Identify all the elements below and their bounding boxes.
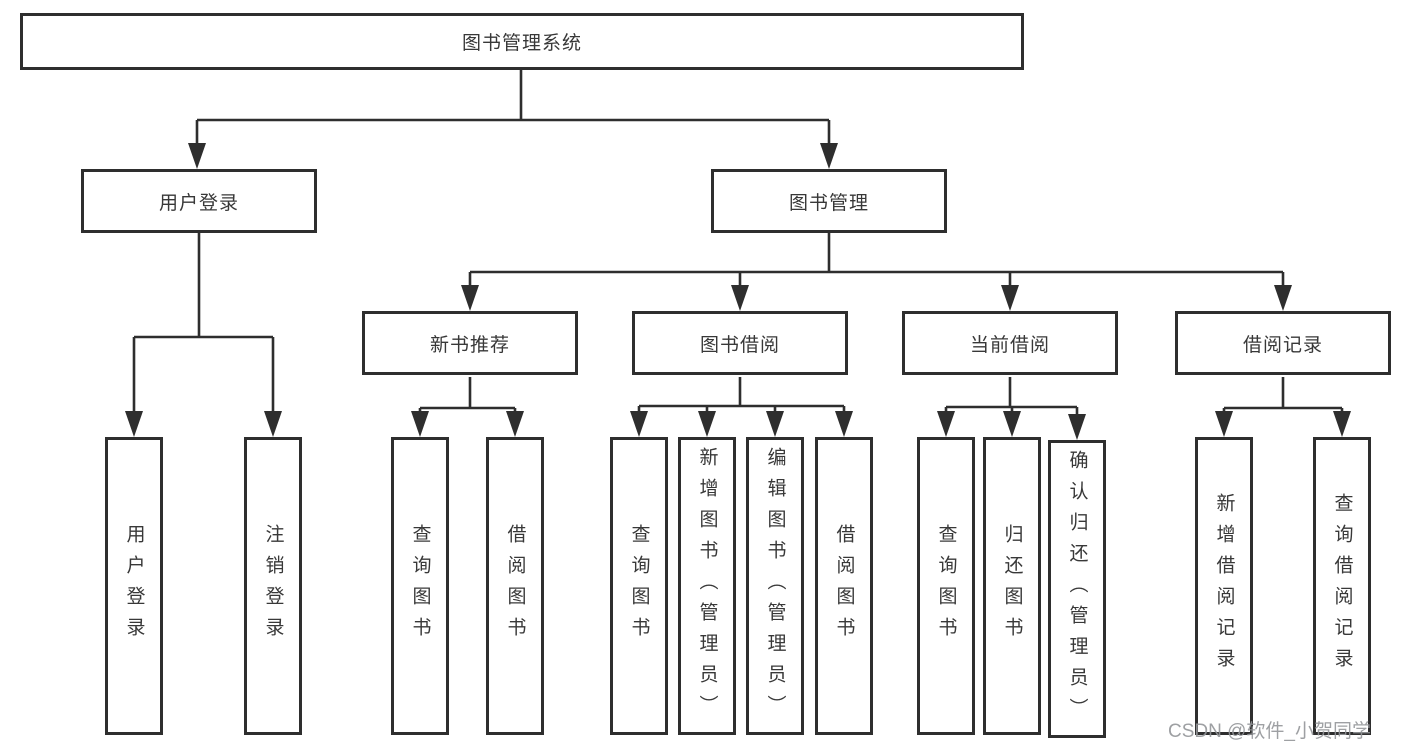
connector-book-mgmt-to-level3 xyxy=(468,233,1285,289)
leaf-borrow-books: 借阅图书 xyxy=(815,437,873,735)
node-book-management-module: 图书管理 xyxy=(711,169,947,233)
node-label: 图书管理系统 xyxy=(461,33,582,54)
node-label: 图书借阅 xyxy=(699,334,780,356)
node-user-login-module: 用户登录 xyxy=(81,169,317,233)
leaf-label: 归还图书 xyxy=(1001,524,1023,648)
leaf-query-books-recommend: 查询图书 xyxy=(391,437,449,735)
csdn-watermark: CSDN @软件_小贺同学 xyxy=(1168,721,1371,742)
node-label: 用户登录 xyxy=(158,192,239,214)
leaf-label: 确认归还（管理员） xyxy=(1066,449,1088,729)
connector-user-login-to-leaves xyxy=(132,233,275,415)
leaf-label: 注销登录 xyxy=(262,524,284,648)
node-current-borrowing: 当前借阅 xyxy=(902,311,1118,375)
leaf-borrow-books-recommend: 借阅图书 xyxy=(486,437,544,735)
connector-root-to-level2 xyxy=(195,70,831,148)
leaf-query-books-current: 查询图书 xyxy=(917,437,975,735)
leaf-label: 用户登录 xyxy=(123,524,145,648)
node-label: 图书管理 xyxy=(788,192,869,214)
leaf-confirm-return-admin: 确认归还（管理员） xyxy=(1048,440,1106,738)
leaf-query-books-borrow: 查询图书 xyxy=(610,437,668,735)
leaf-user-login: 用户登录 xyxy=(105,437,163,735)
node-label: 借阅记录 xyxy=(1242,334,1323,356)
leaf-edit-books-admin: 编辑图书（管理员） xyxy=(746,437,804,735)
node-library-management-system: 图书管理系统 xyxy=(20,13,1024,70)
leaf-label: 新增借阅记录 xyxy=(1213,493,1235,679)
arrowheads xyxy=(125,143,1351,440)
node-label: 当前借阅 xyxy=(969,334,1050,356)
node-borrowing-records: 借阅记录 xyxy=(1175,311,1391,375)
connector-borrow-records-to-leaves xyxy=(1222,377,1344,415)
node-new-book-recommendation: 新书推荐 xyxy=(362,311,578,375)
node-book-borrowing: 图书借阅 xyxy=(632,311,848,375)
leaf-label: 借阅图书 xyxy=(504,524,526,648)
leaf-add-borrow-record: 新增借阅记录 xyxy=(1195,437,1253,735)
leaf-query-borrow-record: 查询借阅记录 xyxy=(1313,437,1371,735)
leaf-label: 编辑图书（管理员） xyxy=(764,446,786,726)
connector-book-borrow-to-leaves xyxy=(637,377,846,415)
leaf-logout: 注销登录 xyxy=(244,437,302,735)
leaf-return-books: 归还图书 xyxy=(983,437,1041,735)
leaf-label: 新增图书（管理员） xyxy=(696,446,718,726)
leaf-label: 查询图书 xyxy=(409,524,431,648)
leaf-label: 查询图书 xyxy=(628,524,650,648)
leaf-label: 查询图书 xyxy=(935,524,957,648)
leaf-add-books-admin: 新增图书（管理员） xyxy=(678,437,736,735)
leaf-label: 借阅图书 xyxy=(833,524,855,648)
connector-new-book-to-leaves xyxy=(418,377,517,415)
leaf-label: 查询借阅记录 xyxy=(1331,493,1353,679)
node-label: 新书推荐 xyxy=(429,334,510,356)
